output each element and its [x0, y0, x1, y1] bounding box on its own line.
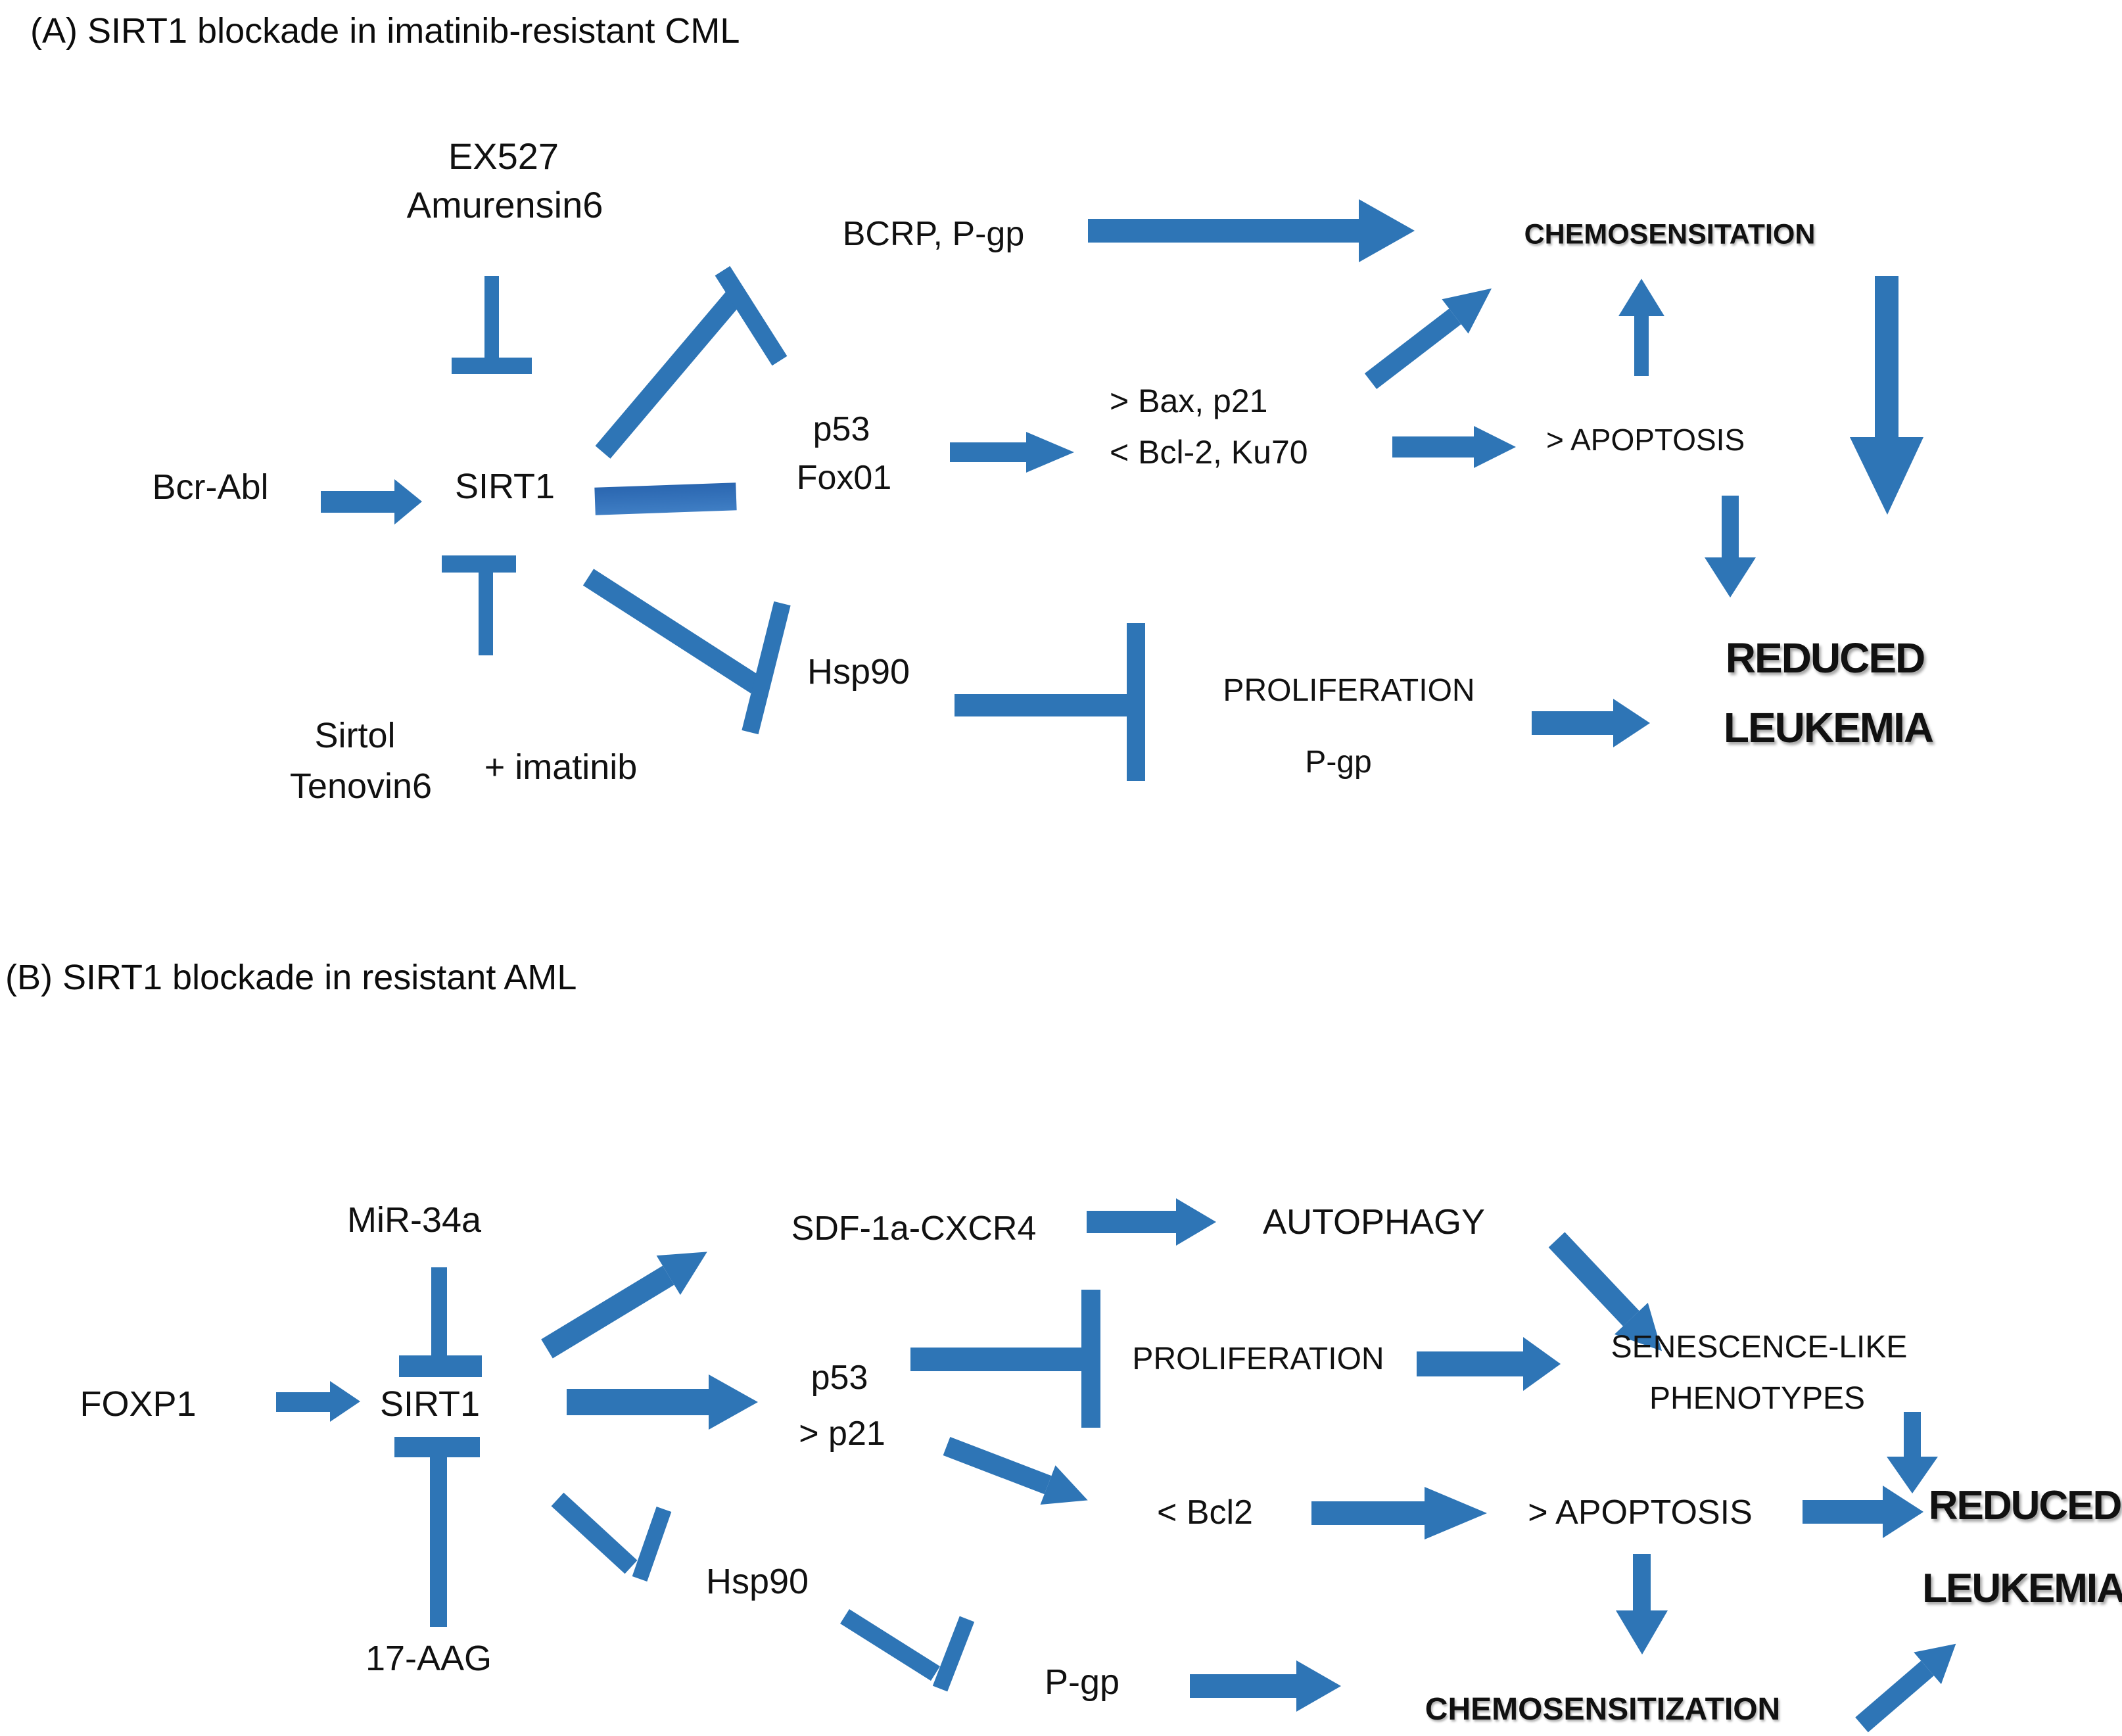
- label-apoptosis-b: > APOPTOSIS: [1528, 1493, 1753, 1532]
- arrow-sdf-autophagy-icon: [1087, 1198, 1216, 1246]
- arrow-sirt1-sdf-icon: [541, 1252, 707, 1359]
- label-proliferation-a: PROLIFERATION: [1223, 673, 1475, 708]
- label-apoptosis-a: > APOPTOSIS: [1546, 423, 1745, 457]
- arrow-apoptosis-reduced-icon: [1705, 496, 1756, 598]
- label-sirtol: Sirtol: [314, 716, 396, 755]
- label-p53-a: p53: [813, 410, 870, 448]
- label-sdf-cxcr4: SDF-1a-CXCR4: [791, 1209, 1037, 1248]
- label-amurensin6: Amurensin6: [406, 184, 603, 225]
- arrow-bax-chemosensitation-icon: [1364, 288, 1492, 389]
- inhibitor-hsp90-pgp-icon: [840, 1609, 975, 1692]
- arrow-chemosensitization-reduced-icon: [1855, 1643, 1956, 1733]
- arrow-chemosensitation-reduced-icon: [1850, 276, 1923, 515]
- arrow-proliferation-reduced-icon: [1532, 699, 1650, 747]
- arrow-pgp-chemosensitization-icon: [1190, 1660, 1341, 1712]
- arrow-bcrabl-sirt1-icon: [321, 479, 422, 525]
- label-sirt1-a: SIRT1: [454, 467, 555, 506]
- label-chemosensitization: CHEMOSENSITIZATION: [1425, 1692, 1781, 1727]
- label-ex527: EX527: [448, 135, 559, 177]
- label-leukemia-a: LEUKEMIA: [1723, 704, 1934, 751]
- arrow-foxo1-bax-icon: [950, 432, 1074, 473]
- arrow-apoptosis-reduced-b-icon: [1803, 1486, 1923, 1538]
- inhibitor-mir34a-sirt1-icon: [399, 1267, 482, 1377]
- inhibitor-hsp90-proliferation-icon: [955, 623, 1145, 781]
- label-chemosensitation: CHEMOSENSITATION: [1524, 218, 1816, 250]
- panel-a-title: (A) SIRT1 blockade in imatinib-resistant…: [30, 11, 740, 51]
- label-foxp1: FOXP1: [80, 1384, 197, 1424]
- label-p53-b: p53: [811, 1359, 868, 1397]
- inhibitor-sirt1-bcrp-icon: [595, 266, 788, 459]
- label-senescence: SENESCENCE-LIKE: [1611, 1330, 1908, 1365]
- label-leukemia-b: LEUKEMIA: [1922, 1566, 2122, 1611]
- label-tenovin6: Tenovin6: [289, 766, 433, 806]
- inhibitor-17aag-sirt1-icon: [394, 1437, 480, 1627]
- label-fox01: Fox01: [796, 459, 892, 497]
- arrow-foxp1-sirt1-icon: [276, 1381, 360, 1422]
- panel-b-title: (B) SIRT1 blockade in resistant AML: [5, 958, 577, 997]
- label-hsp90-b: Hsp90: [705, 1562, 809, 1601]
- label-autophagy: AUTOPHAGY: [1262, 1202, 1486, 1242]
- label-proliferation-b: PROLIFERATION: [1132, 1342, 1384, 1376]
- label-sirt1-b: SIRT1: [379, 1384, 481, 1424]
- label-bcr-abl: Bcr-Abl: [152, 467, 269, 507]
- arrow-p53-bcl2-icon: [943, 1436, 1088, 1505]
- inhibitor-ex527-sirt1-icon: [452, 276, 532, 374]
- label-bcrp-pgp: BCRP, P-gp: [842, 215, 1025, 253]
- label-imatinib: + imatinib: [484, 747, 638, 787]
- arrow-apoptosis-chemosensitization-icon: [1616, 1554, 1668, 1654]
- arrow-autophagy-senescence-icon: [1548, 1232, 1662, 1351]
- label-bcl2-b: < Bcl2: [1157, 1493, 1253, 1532]
- arrow-phenotypes-reduced-icon: [1887, 1412, 1938, 1493]
- inhibitor-sirtol-sirt1-icon: [442, 555, 516, 655]
- label-bax-p21: > Bax, p21: [1110, 383, 1268, 419]
- label-pgp-b: P-gp: [1044, 1662, 1120, 1702]
- label-hsp90-a: Hsp90: [807, 652, 910, 692]
- arrow-apoptosis-chemosensitation-icon: [1618, 279, 1664, 376]
- arrow-bax-apoptosis-icon: [1392, 426, 1516, 468]
- label-17aag: 17-AAG: [365, 1639, 492, 1678]
- inhibitor-sirt1-hsp90b-icon: [551, 1492, 672, 1582]
- label-p21-b: > p21: [799, 1415, 885, 1453]
- inhibitor-sirt1-hsp90-icon: [582, 569, 791, 735]
- arrow-proliferation-senescence-icon: [1417, 1337, 1561, 1391]
- connector-sirt1-foxo1-icon: [594, 482, 737, 515]
- arrow-bcrp-chemosensitation-icon: [1088, 199, 1415, 262]
- inhibitor-p53-proliferation-icon: [910, 1290, 1100, 1428]
- label-reduced-b: REDUCED: [1928, 1483, 2122, 1528]
- arrow-sirt1-p53-icon: [567, 1374, 758, 1430]
- label-pgp-a: P-gp: [1305, 745, 1372, 780]
- label-bcl2-ku70: < Bcl-2, Ku70: [1110, 434, 1308, 471]
- arrow-bcl2-apoptosis-icon: [1311, 1487, 1487, 1539]
- label-mir34a: MiR-34a: [346, 1200, 482, 1240]
- label-phenotypes: PHENOTYPES: [1649, 1381, 1866, 1416]
- label-reduced-a: REDUCED: [1725, 634, 1925, 682]
